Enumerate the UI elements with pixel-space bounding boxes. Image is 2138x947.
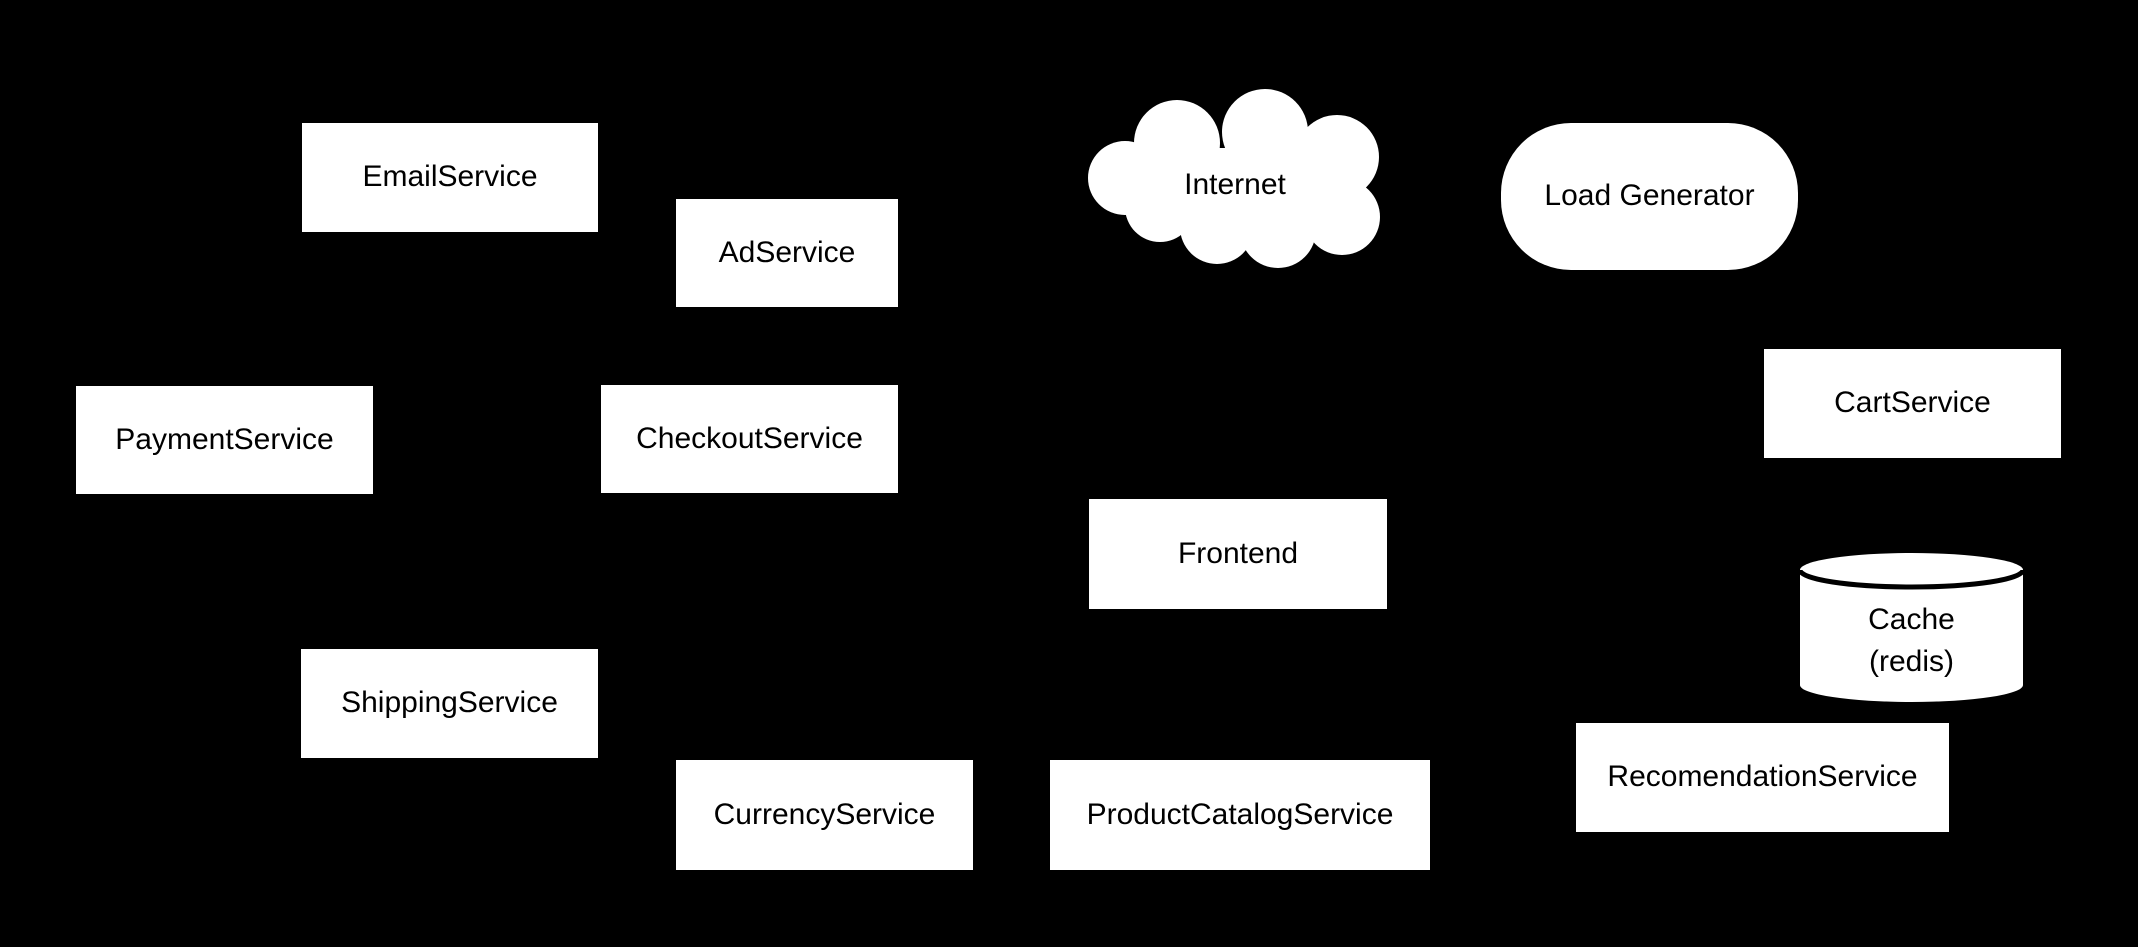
cache-label-line1: Cache: [1868, 602, 1955, 636]
node-frontend: Frontend: [1089, 499, 1387, 609]
node-cache-redis: Cache (redis): [1800, 553, 2023, 702]
node-payment-service: PaymentService: [76, 386, 373, 494]
node-recomendation-service: RecomendationService: [1576, 723, 1949, 832]
node-internet-cloud: Internet: [1088, 88, 1382, 270]
database-cylinder-icon: [1800, 553, 2023, 702]
node-cart-service: CartService: [1764, 349, 2061, 458]
cloud-icon: [1088, 89, 1380, 268]
node-internet-label: Internet: [1184, 168, 1286, 201]
node-shipping-service: ShippingService: [301, 649, 598, 758]
node-email-service: EmailService: [302, 123, 598, 232]
node-load-generator: Load Generator: [1501, 123, 1798, 270]
node-product-catalog-service: ProductCatalogService: [1050, 760, 1430, 870]
node-ad-service: AdService: [676, 199, 898, 307]
node-currency-service: CurrencyService: [676, 760, 973, 870]
node-cache-label: Cache (redis): [1800, 553, 2023, 702]
node-checkout-service: CheckoutService: [601, 385, 898, 493]
cache-label-line2: (redis): [1868, 644, 1954, 678]
